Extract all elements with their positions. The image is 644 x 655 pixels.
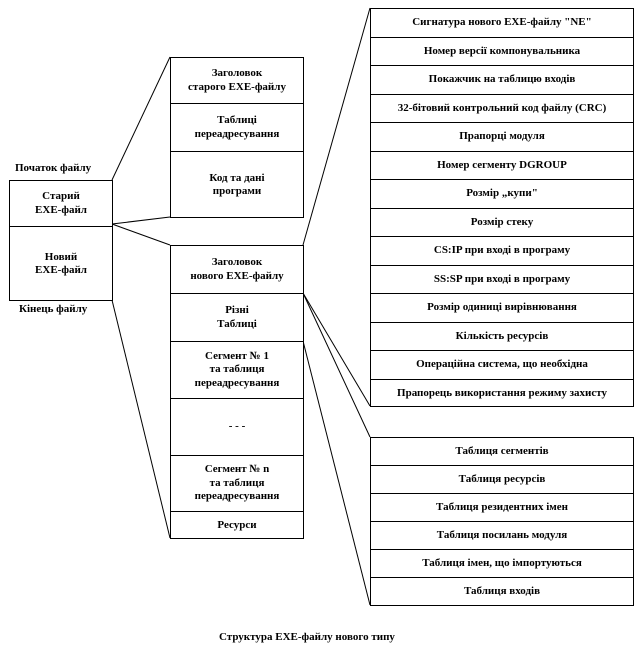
new-exe-ellipsis: - - - (171, 399, 303, 456)
header-fields-box: Сигнатура нового EXE-файлу "NE" Номер ве… (370, 8, 634, 407)
new-exe-various-tables: Різні Таблиці (171, 294, 303, 342)
connector-tables-bottom (302, 340, 371, 606)
table-resources: Таблиця ресурсів (371, 466, 633, 494)
header-field-stack-size: Розмір стеку (371, 209, 633, 237)
table-segments: Таблиця сегментів (371, 438, 633, 466)
connector-new-top (111, 223, 171, 246)
file-box: Старий EXE-файл Новий EXE-файл (9, 180, 113, 301)
new-exe-resources: Ресурси (217, 518, 257, 531)
header-field-crc: 32-бітовий контрольний код файлу (CRC) (371, 95, 633, 123)
connector-tables-top (302, 292, 371, 438)
file-old-exe: Старий EXE-файл (10, 181, 112, 227)
new-exe-header: Заголовок нового EXE-файлу (171, 246, 303, 294)
table-entries: Таблиця входів (463, 585, 541, 598)
table-imported-names: Таблиця імен, що імпортуються (371, 550, 633, 578)
header-field-linker-version: Номер версії компонувальника (371, 38, 633, 66)
connector-new-bottom (111, 299, 171, 539)
header-field-entry-table-pointer: Покажчик на таблицю входів (371, 66, 633, 95)
header-field-cs-ip: CS:IP при вході в програму (371, 237, 633, 266)
connector-old-bottom (111, 216, 171, 225)
connector-header-top (302, 7, 371, 246)
old-exe-code-data: Код та дані програми (209, 171, 265, 197)
header-field-module-flags: Прапорці модуля (371, 123, 633, 152)
header-field-ss-sp: SS:SP при вході в програму (371, 266, 633, 294)
old-exe-relocation-tables: Таблиці переадресування (171, 104, 303, 152)
table-resident-names: Таблиця резидентних імен (371, 494, 633, 522)
header-field-alignment: Розмір одиниці вирівнювання (371, 294, 633, 323)
connector-old-top (111, 56, 171, 181)
file-start-label: Початок файлу (15, 162, 92, 174)
connector-header-bottom (302, 292, 371, 407)
header-field-os: Операційна система, що необхідна (371, 351, 633, 380)
header-field-signature: Сигнатура нового EXE-файлу "NE" (371, 9, 633, 38)
old-exe-header: Заголовок старого EXE-файлу (171, 58, 303, 104)
table-module-references: Таблиця посилань модуля (371, 522, 633, 550)
old-exe-box: Заголовок старого EXE-файлу Таблиці пере… (170, 57, 304, 218)
header-field-heap-size: Розмір „купи" (371, 180, 633, 209)
diagram-caption: Структура EXE-файлу нового типу (219, 631, 395, 643)
file-end-label: Кінець файлу (19, 303, 88, 315)
new-exe-box: Заголовок нового EXE-файлу Різні Таблиці… (170, 245, 304, 539)
header-field-resource-count: Кількість ресурсів (371, 323, 633, 351)
header-field-protected-mode: Прапорець використання режиму захисту (397, 386, 607, 399)
tables-box: Таблиця сегментів Таблиця ресурсів Табли… (370, 437, 634, 606)
file-new-exe: Новий EXE-файл (35, 250, 87, 276)
header-field-dgroup: Номер сегменту DGROUP (371, 152, 633, 180)
new-exe-segment-n: Сегмент № n та таблиця переадресування (171, 456, 303, 512)
new-exe-segment-1: Сегмент № 1 та таблиця переадресування (171, 342, 303, 399)
